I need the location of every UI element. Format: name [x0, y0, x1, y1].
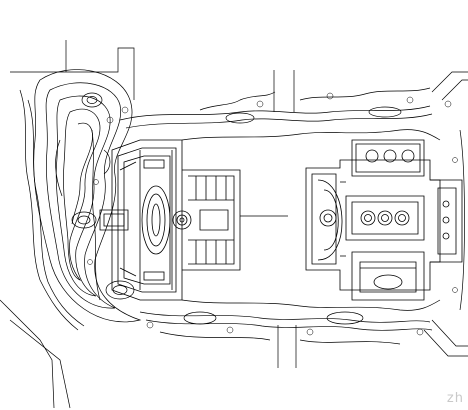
walkways	[91, 129, 465, 311]
planting-symbols	[87, 92, 458, 336]
road-boundaries	[0, 40, 468, 409]
east-building-complex	[305, 139, 463, 301]
west-building-complex	[99, 139, 241, 301]
watermark-text: zh	[446, 391, 464, 406]
contour-lines-north-south	[119, 87, 433, 345]
contour-lines-west	[19, 69, 142, 331]
